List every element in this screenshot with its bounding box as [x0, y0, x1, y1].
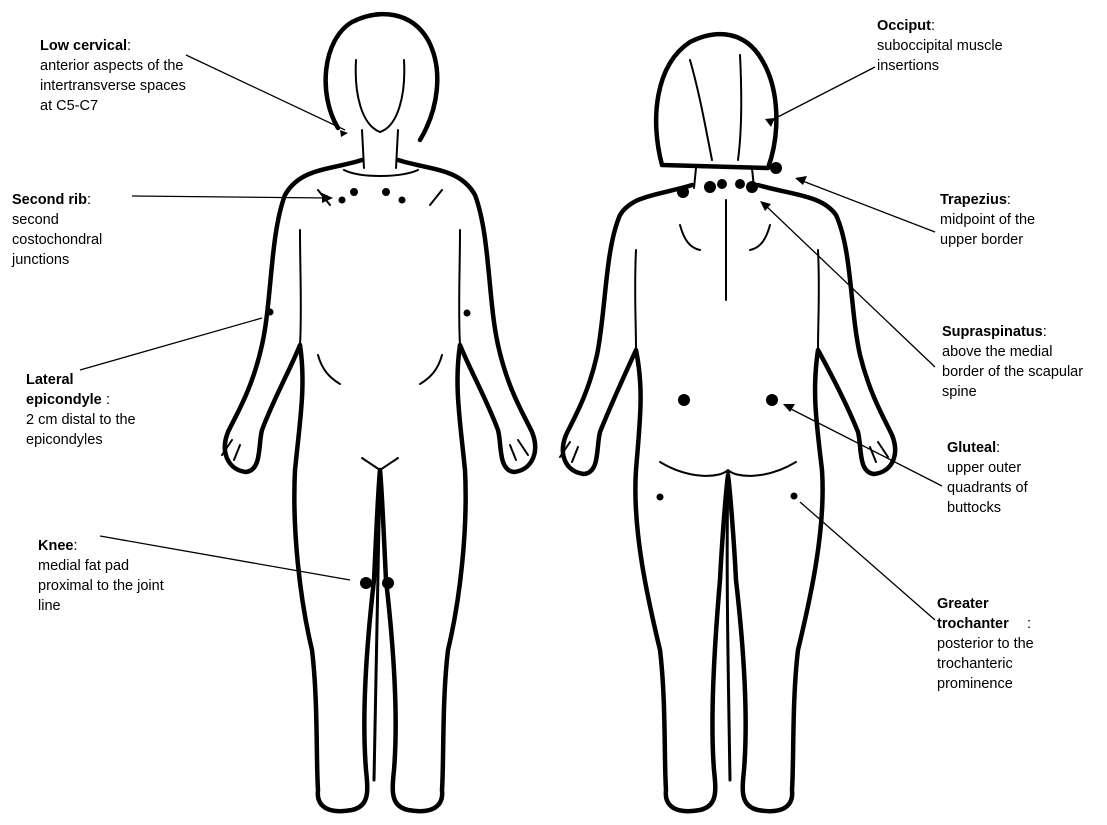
label-title: Second rib: [12, 192, 87, 208]
leader-lines: [80, 55, 942, 620]
tender-point-occiput-right: [735, 179, 745, 189]
tender-point-low-cervical-right: [382, 188, 390, 196]
tender-point-gluteal-left: [678, 394, 690, 406]
label-description: 2 cm distal to the epicondyles: [26, 410, 171, 450]
label-second-rib: Second rib: second costochondral junctio…: [12, 190, 122, 270]
tender-point-second-rib-right: [399, 197, 406, 204]
tender-point-supraspinatus-left: [704, 181, 716, 193]
tender-point-occiput-left: [717, 179, 727, 189]
label-title: Low cervical: [40, 38, 127, 54]
tender-point-trapezius-right: [770, 162, 782, 174]
label-occiput: Occiput: suboccipital muscle insertions: [877, 16, 1057, 76]
tender-point-gluteal-right: [766, 394, 778, 406]
label-description: anterior aspects of the intertransverse …: [40, 56, 190, 116]
label-description: medial fat pad proximal to the joint lin…: [38, 556, 178, 616]
tender-point-second-rib-left: [339, 197, 346, 204]
label-low-cervical: Low cervical: anterior aspects of the in…: [40, 36, 190, 116]
label-description: above the medial border of the scapular …: [942, 342, 1097, 402]
label-lateral-epicondyle: Lateral epicondyle: 2 cm distal to the e…: [26, 370, 171, 450]
tender-point-trochanter-left: [657, 494, 664, 501]
label-description: midpoint of the upper border: [940, 210, 1075, 250]
tender-point-trapezius-left: [677, 186, 689, 198]
label-gluteal: Gluteal: upper outer quadrants of buttoc…: [947, 438, 1052, 518]
label-title: Trapezius: [940, 192, 1007, 208]
front-figure: [222, 14, 535, 811]
label-title: Gluteal: [947, 440, 996, 456]
label-greater-trochanter: Greater trochanter: posterior to the tro…: [937, 594, 1082, 694]
label-title: Supraspinatus: [942, 324, 1043, 340]
tender-point-supraspinatus-right: [746, 181, 758, 193]
label-trapezius: Trapezius: midpoint of the upper border: [940, 190, 1075, 250]
tender-point-knee-right: [382, 577, 394, 589]
label-description: posterior to the trochanteric prominence: [937, 634, 1082, 694]
label-title: Lateral epicondyle: [26, 370, 106, 410]
label-supraspinatus: Supraspinatus: above the medial border o…: [942, 322, 1097, 402]
label-knee: Knee: medial fat pad proximal to the joi…: [38, 536, 178, 616]
tender-point-low-cervical-left: [350, 188, 358, 196]
tender-point-knee-left: [360, 577, 372, 589]
label-title: Greater trochanter: [937, 594, 1027, 634]
tender-point-epicondyle-left: [267, 309, 274, 316]
tender-point-trochanter-right: [791, 493, 798, 500]
back-figure: [560, 34, 895, 811]
label-description: second costochondral junctions: [12, 210, 122, 270]
label-description: suboccipital muscle insertions: [877, 36, 1057, 76]
label-title: Knee: [38, 538, 73, 554]
label-title: Occiput: [877, 18, 931, 34]
label-description: upper outer quadrants of buttocks: [947, 458, 1052, 518]
tender-point-epicondyle-right: [464, 310, 471, 317]
